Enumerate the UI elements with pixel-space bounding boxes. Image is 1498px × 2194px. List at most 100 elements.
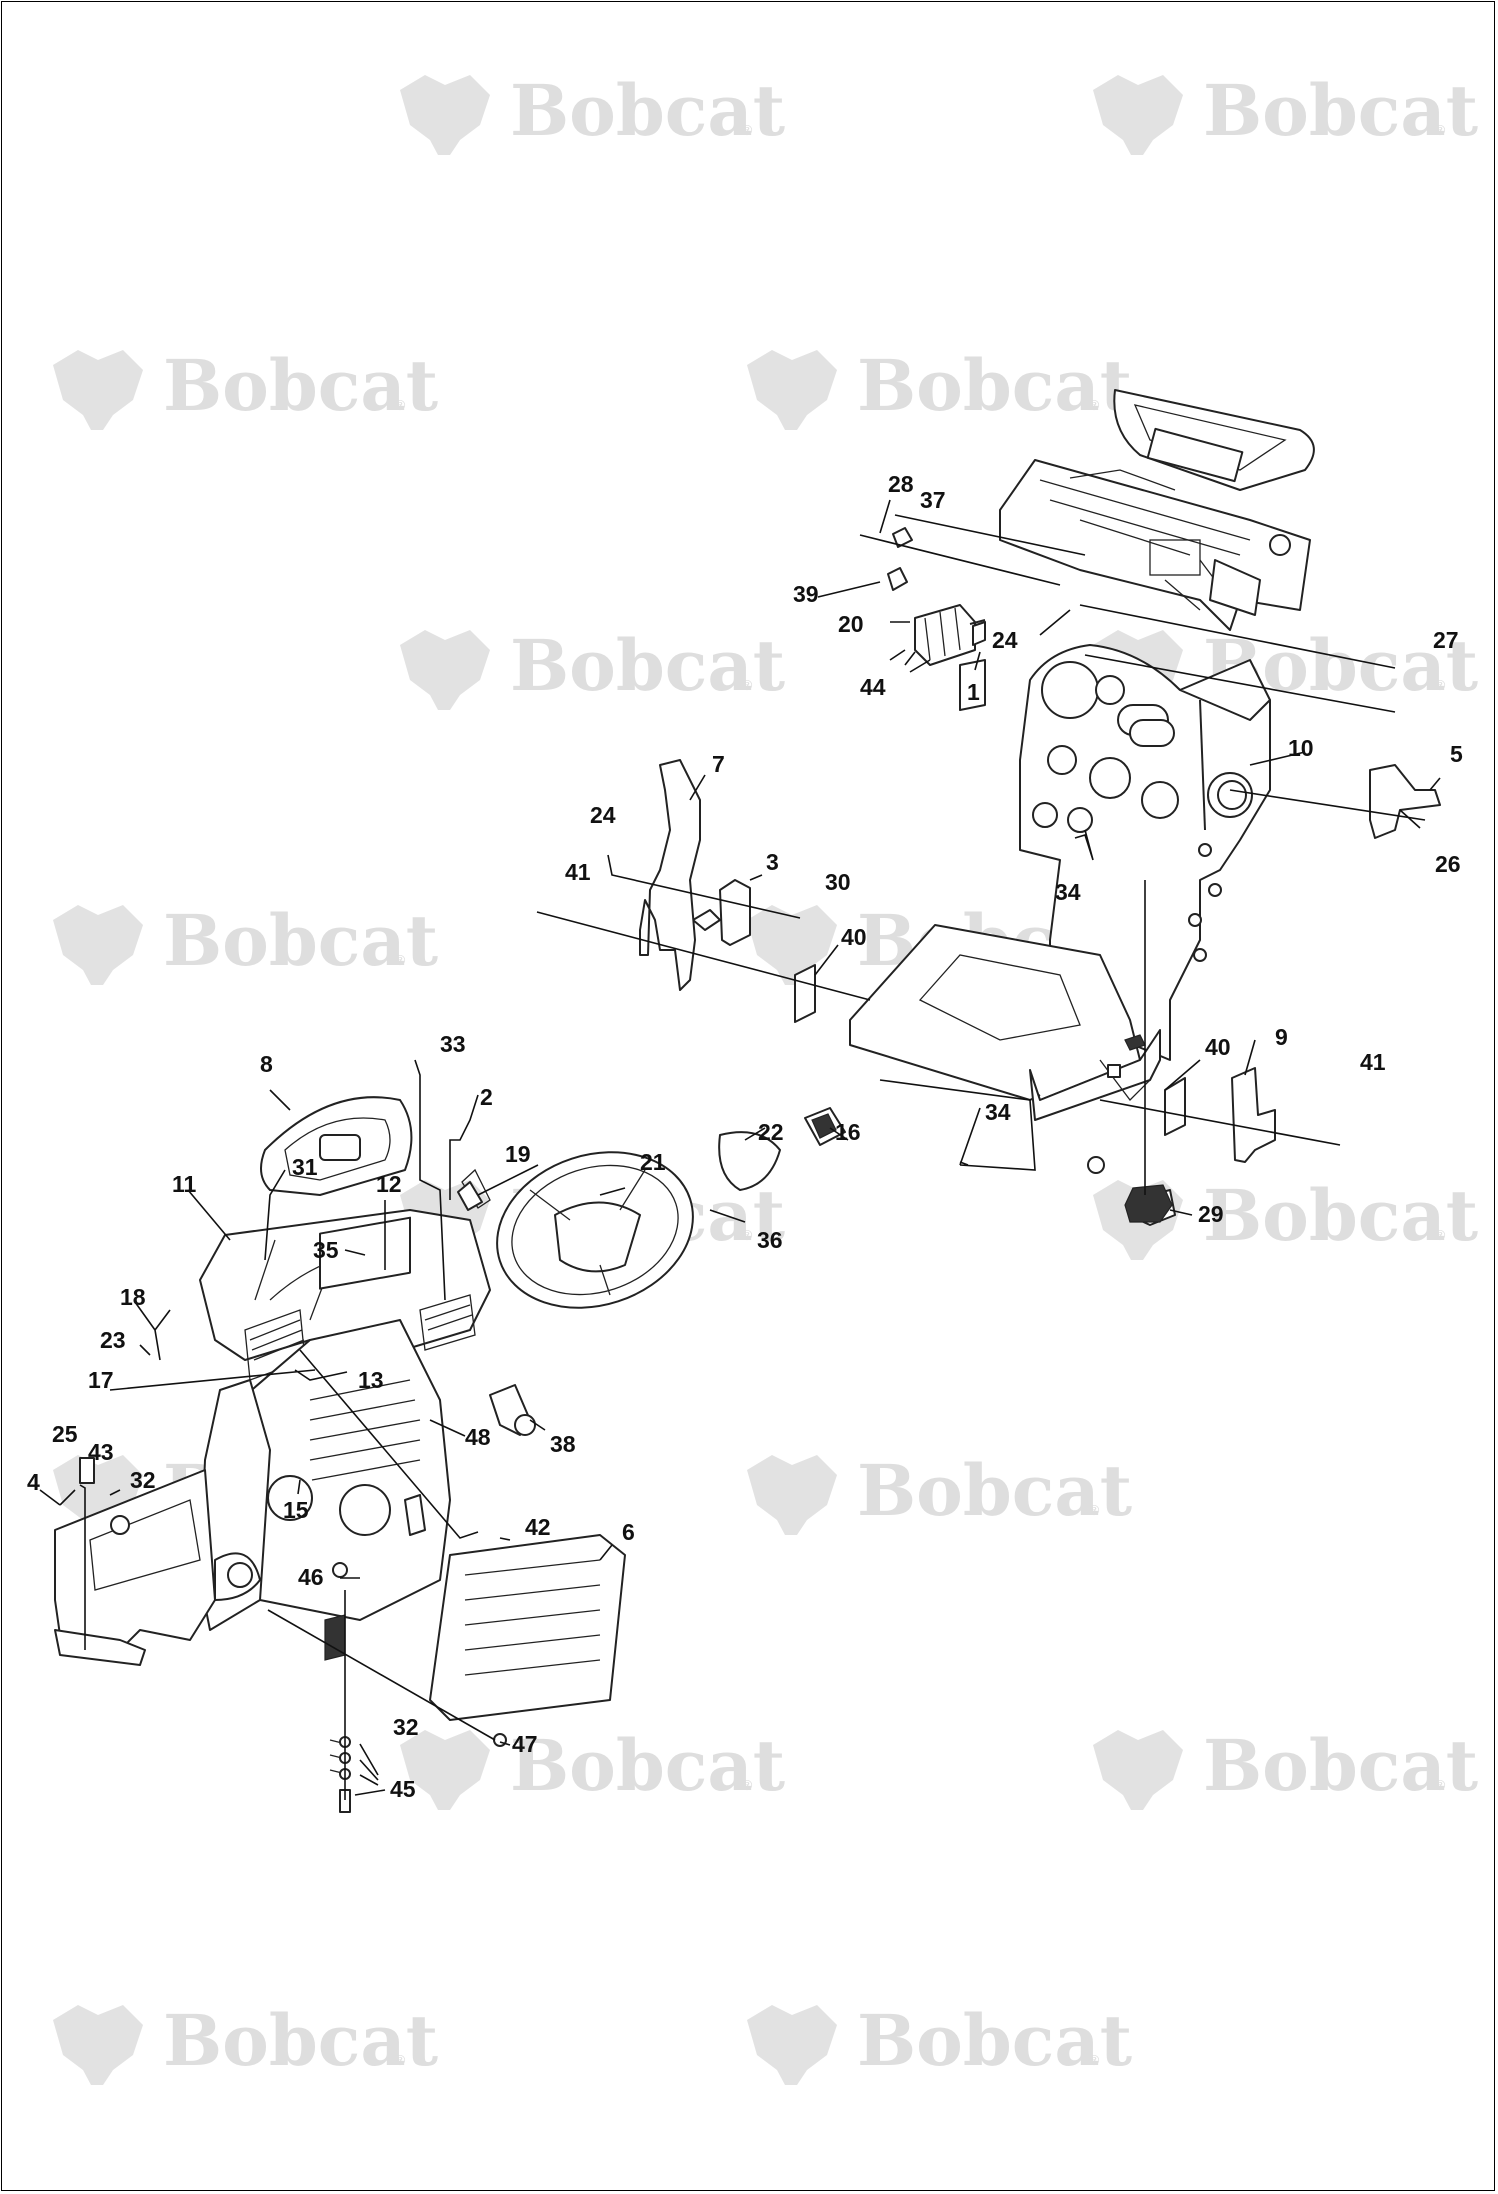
watermark-text: Bobcat — [1203, 69, 1478, 152]
watermark: Bobcat® — [400, 69, 785, 155]
bracket-9 — [1231, 1067, 1276, 1163]
callout-24-left: 24 — [590, 802, 616, 828]
callout-4: 4 — [27, 1469, 40, 1495]
callout-43: 43 — [88, 1439, 114, 1465]
watermark-registered-mark: ® — [740, 123, 754, 139]
callout-15: 15 — [283, 1497, 309, 1523]
watermark-text: Bobcat — [510, 624, 785, 707]
watermark-registered-mark: ® — [1433, 1778, 1447, 1794]
callout-1: 1 — [967, 679, 980, 705]
callout-13: 13 — [358, 1367, 384, 1393]
watermark: Bobcat® — [400, 1724, 785, 1810]
watermark-registered-mark: ® — [1433, 678, 1447, 694]
callout-24-top: 24 — [992, 627, 1018, 653]
callout-6: 6 — [622, 1519, 635, 1545]
callout-37: 37 — [920, 487, 946, 513]
watermark: Bobcat® — [747, 1999, 1132, 2085]
callout-44: 44 — [860, 674, 886, 700]
callout-39: 39 — [793, 581, 819, 607]
callout-21: 21 — [640, 1149, 666, 1175]
callout-33: 33 — [440, 1031, 466, 1057]
watermark-text: Bobcat — [1203, 1724, 1478, 1807]
callout-29: 29 — [1198, 1201, 1224, 1227]
callout-34-lower: 34 — [985, 1099, 1011, 1125]
callout-47: 47 — [512, 1731, 538, 1757]
callout-35: 35 — [313, 1237, 339, 1263]
callout-46: 46 — [298, 1564, 324, 1590]
watermark-text: Bobcat — [1203, 1174, 1478, 1257]
nut-29 — [1124, 1184, 1173, 1223]
bobcat-logo-icon — [53, 350, 143, 430]
callout-12: 12 — [376, 1171, 402, 1197]
bobcat-logo-icon — [747, 905, 837, 985]
callout-40-right: 40 — [1205, 1034, 1231, 1060]
bobcat-logo-icon — [1093, 75, 1183, 155]
watermark-registered-mark: ® — [740, 678, 754, 694]
bobcat-logo-icon — [400, 1730, 490, 1810]
callout-42: 42 — [525, 1514, 551, 1540]
callout-23: 23 — [100, 1327, 126, 1353]
watermark: Bobcat® — [53, 899, 438, 985]
watermark-registered-mark: ® — [393, 953, 407, 969]
watermark-registered-mark: ® — [740, 1778, 754, 1794]
callout-48: 48 — [465, 1424, 491, 1450]
bracket-3 — [719, 879, 751, 946]
watermark-registered-mark: ® — [1087, 1503, 1101, 1519]
callout-25: 25 — [52, 1421, 78, 1447]
callout-22: 22 — [758, 1119, 784, 1145]
watermark-text: Bobcat — [163, 899, 438, 982]
callout-7: 7 — [712, 751, 725, 777]
callout-28: 28 — [888, 471, 914, 497]
watermark-text: Bobcat — [163, 344, 438, 427]
callout-20: 20 — [838, 611, 864, 637]
watermark-registered-mark: ® — [1433, 1228, 1447, 1244]
callout-38: 38 — [550, 1431, 576, 1457]
shim-40-left — [794, 964, 816, 1023]
watermark: Bobcat® — [53, 1999, 438, 2085]
callout-41-left: 41 — [565, 859, 591, 885]
watermark-text: Bobcat — [163, 1999, 438, 2082]
callout-10: 10 — [1288, 735, 1314, 761]
callout-19: 19 — [505, 1141, 531, 1167]
callout-17: 17 — [88, 1367, 114, 1393]
callout-26: 26 — [1435, 851, 1461, 877]
watermark: Bobcat® — [747, 344, 1132, 430]
bobcat-logo-icon — [747, 2005, 837, 2085]
watermark-text: Bobcat — [510, 1724, 785, 1807]
callout-31: 31 — [292, 1154, 318, 1180]
callout-34-upper: 34 — [1055, 879, 1081, 905]
callout-18: 18 — [120, 1284, 146, 1310]
callout-5: 5 — [1450, 741, 1463, 767]
callout-32-upper: 32 — [130, 1467, 156, 1493]
watermark-registered-mark: ® — [393, 398, 407, 414]
watermark-text: Bobcat — [510, 69, 785, 152]
shim-40-right — [1164, 1077, 1186, 1136]
watermark-registered-mark: ® — [1087, 2053, 1101, 2069]
bobcat-logo-icon — [1093, 1730, 1183, 1810]
callout-32-lower: 32 — [393, 1714, 419, 1740]
watermark-registered-mark: ® — [740, 1228, 754, 1244]
watermark-text: Bobcat — [857, 344, 1132, 427]
steering-console-frame — [849, 389, 1315, 1121]
bracket-5 — [1369, 764, 1441, 839]
trim-ring-10 — [1217, 780, 1247, 810]
callout-40-left: 40 — [841, 924, 867, 950]
callout-16: 16 — [835, 1119, 861, 1145]
watermark: Bobcat® — [400, 624, 785, 710]
callout-30: 30 — [825, 869, 851, 895]
callout-36: 36 — [757, 1227, 783, 1253]
watermark-registered-mark: ® — [393, 2053, 407, 2069]
watermark: Bobcat® — [53, 344, 438, 430]
watermark: Bobcat® — [1093, 1724, 1478, 1810]
callout-3: 3 — [766, 849, 779, 875]
bobcat-logo-icon — [53, 905, 143, 985]
lower-console-assembly — [54, 1096, 846, 1813]
callout-labels: 1 2 3 4 5 6 7 8 9 10 11 12 13 15 16 17 1… — [27, 471, 1463, 1802]
watermark-registered-mark: ® — [1433, 123, 1447, 139]
callout-45: 45 — [390, 1776, 416, 1802]
bobcat-logo-icon — [53, 2005, 143, 2085]
watermark-text: Bobcat — [857, 1999, 1132, 2082]
